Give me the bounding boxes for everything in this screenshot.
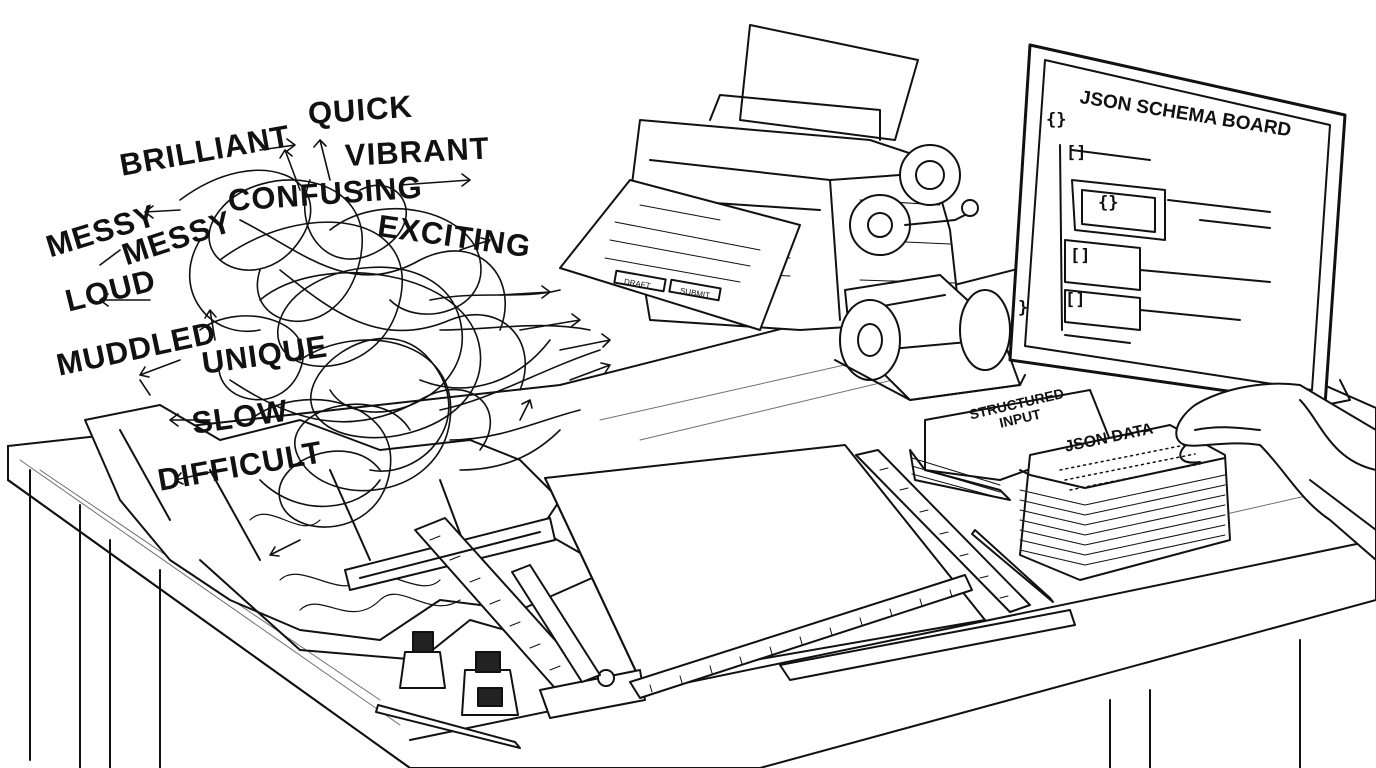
- rulers: [511, 449, 1076, 699]
- word-vibrant: VIBRANT: [344, 130, 491, 173]
- ink-bottles: [399, 631, 519, 716]
- word-quick: QUICK: [306, 88, 414, 131]
- pens: [375, 529, 1054, 749]
- t-square: [344, 517, 646, 719]
- arrows: [99, 138, 611, 557]
- hand: [1175, 382, 1376, 561]
- board-bracket-2: []: [1070, 246, 1091, 266]
- scribble-cloud: [179, 169, 601, 528]
- board-braces-nested: {}: [1098, 193, 1119, 213]
- board-bracket-1: []: [1066, 143, 1087, 163]
- board-bracket-3: []: [1065, 290, 1086, 310]
- board-brace-close: }: [1018, 298, 1029, 318]
- tape-dispenser: [834, 274, 1026, 401]
- schema-board: [1008, 43, 1351, 421]
- board-braces-open: {}: [1046, 110, 1067, 130]
- card-stacks: [909, 389, 1231, 581]
- typewriter-machine: [559, 24, 979, 331]
